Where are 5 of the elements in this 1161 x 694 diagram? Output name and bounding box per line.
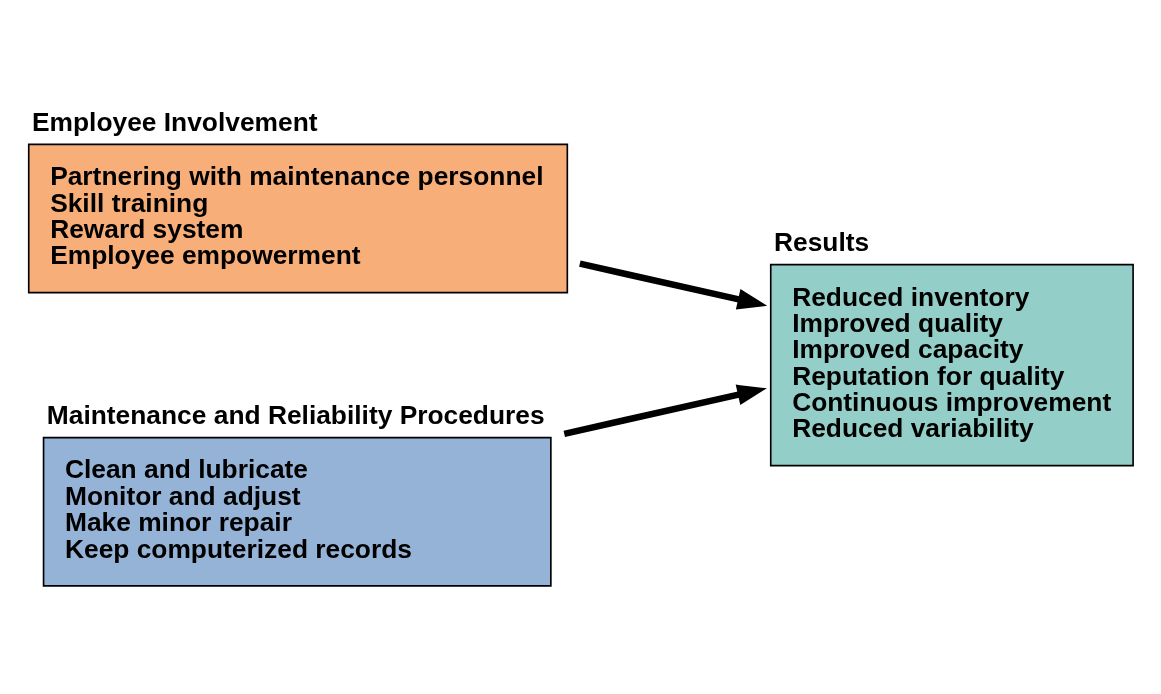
node-label: Maintenance and Reliability Procedures bbox=[46, 400, 545, 431]
node-label: Employee Involvement bbox=[32, 106, 318, 137]
arrow bbox=[563, 384, 767, 438]
arrow bbox=[579, 260, 768, 310]
node-label: Results bbox=[774, 227, 870, 258]
